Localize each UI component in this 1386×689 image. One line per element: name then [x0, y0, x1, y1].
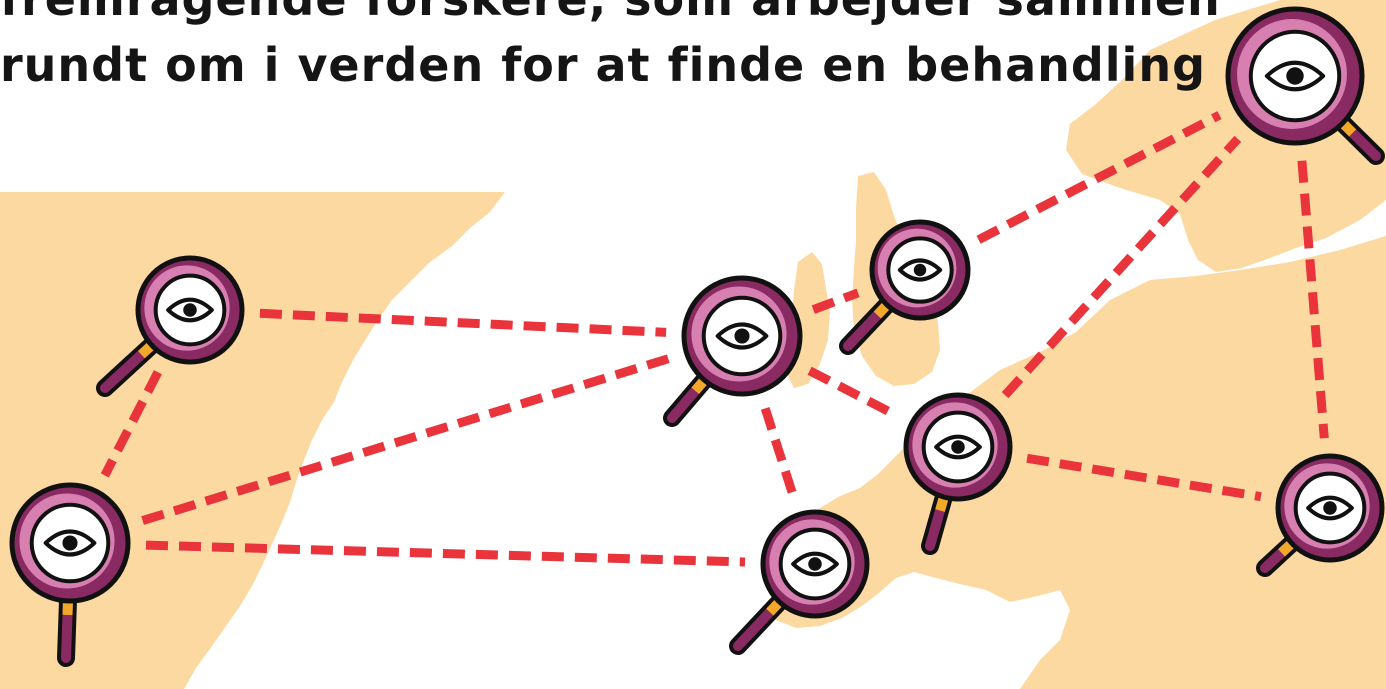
- connection-line-central-europe-to-middle-east: [1026, 453, 1262, 502]
- connection-line-north-america-south-to-uk: [141, 354, 671, 525]
- connection-line-north-america-west-to-uk: [259, 308, 667, 337]
- connection-line-north-america-west-to-north-america-south: [100, 370, 162, 478]
- connection-line-north-america-south-to-spain: [145, 540, 746, 567]
- connection-line-central-europe-to-russia: [1001, 135, 1242, 399]
- magnifying-glass-eye-icon: [9, 482, 131, 667]
- connection-lines: [100, 111, 1329, 567]
- magnifying-glass-eye-icon: [903, 392, 1013, 555]
- connection-line-russia-to-middle-east: [1297, 160, 1329, 439]
- magnifying-glass-eye-icon: [729, 509, 870, 655]
- headline: fremragende forskere, som arbejder samme…: [0, 0, 1220, 98]
- headline-line-1: fremragende forskere, som arbejder samme…: [0, 0, 1220, 32]
- magnifying-glass-eye-icon: [1225, 6, 1385, 165]
- magnifying-glass-eye-icon: [96, 255, 245, 397]
- researcher-markers: [9, 6, 1385, 667]
- connection-line-uk-to-scandinavia: [811, 288, 860, 314]
- magnifying-glass-eye-icon: [1256, 453, 1385, 577]
- connection-line-uk-to-spain: [760, 407, 798, 499]
- connection-line-scandinavia-to-russia: [976, 111, 1222, 244]
- headline-line-2: rundt om i verden for at finde en behand…: [0, 38, 1206, 92]
- magnifying-glass-eye-icon: [663, 275, 803, 427]
- connection-line-uk-to-central-europe: [807, 366, 898, 420]
- magnifying-glass-eye-icon: [839, 219, 971, 355]
